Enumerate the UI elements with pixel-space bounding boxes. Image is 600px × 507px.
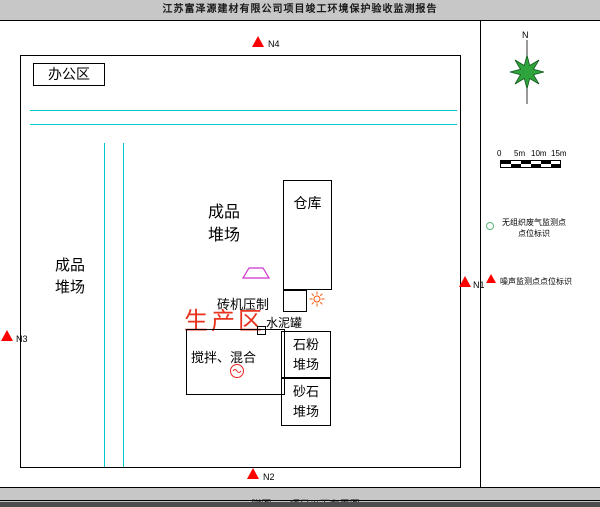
scale-label-15m: 15m [551, 149, 567, 158]
sand-gravel-label: 砂石 堆场 [282, 379, 330, 422]
scale-label-10m: 10m [531, 149, 547, 158]
scale-label-5m: 5m [514, 149, 526, 158]
finished-yard-mid-line1: 成品 [207, 204, 240, 221]
north-label: N [522, 30, 529, 40]
stone-powder-line2: 堆场 [292, 357, 319, 372]
sand-gravel-line1: 砂石 [292, 384, 319, 399]
report-header: 江苏富泽源建材有限公司项目竣工环境保护验收监测报告 [0, 0, 600, 20]
internal-road-line-left [104, 143, 105, 467]
warehouse-annex-box [283, 290, 307, 312]
noise-point-n3-label: N3 [16, 334, 28, 344]
legend-gas-point-label: 无组织废气监测点 点位标识 [495, 217, 573, 239]
panel-divider-line [480, 20, 481, 487]
noise-point-n1-label: N1 [473, 280, 485, 290]
legend-gas-point-line1: 无组织废气监测点 [502, 218, 566, 227]
cement-tank-symbol [257, 326, 266, 335]
report-title: 江苏富泽源建材有限公司项目竣工环境保护验收监测报告 [162, 4, 438, 15]
finished-yard-left-line1: 成品 [54, 257, 85, 274]
plan-boundary [20, 55, 461, 468]
stone-powder-box: 石粉 堆场 [281, 331, 331, 378]
mixer-symbol-icon [229, 363, 245, 379]
sand-gravel-line2: 堆场 [292, 404, 319, 419]
office-area-box: 办公区 [33, 63, 105, 86]
mixing-label: 搅拌、混合 [191, 350, 257, 365]
stone-powder-label: 石粉 堆场 [282, 332, 330, 375]
sun-symbol-icon [309, 291, 325, 307]
figure-caption-strip: 附图三 项目平面布置图 [0, 487, 600, 507]
mixing-building-box [186, 329, 285, 395]
legend-gas-point-circle-icon [486, 222, 494, 230]
warehouse-label: 仓库 [293, 195, 322, 211]
office-area-label: 办公区 [48, 66, 90, 82]
noise-point-n4-label: N4 [268, 39, 280, 49]
finished-yard-mid-line2: 堆场 [207, 227, 240, 244]
scale-bar [500, 160, 561, 168]
window-bottom-edge [0, 502, 600, 507]
scale-bar-row-bottom [501, 164, 560, 167]
legend-noise-point-triangle-icon [486, 274, 496, 283]
scale-label-0: 0 [497, 149, 502, 158]
production-zone-label: 生产区 [184, 308, 265, 335]
stone-powder-line1: 石粉 [292, 337, 319, 352]
legend-gas-point-line2: 点位标识 [518, 229, 550, 238]
brick-press-label: 砖机压制 [217, 297, 270, 312]
sand-gravel-box: 砂石 堆场 [281, 378, 331, 426]
finished-yard-mid-label: 成品 堆场 [196, 201, 252, 247]
trapezoid-symbol-icon [241, 266, 271, 279]
road-line-top [30, 110, 457, 111]
finished-yard-left-line2: 堆场 [54, 279, 85, 296]
noise-point-n2-triangle-icon [247, 468, 259, 479]
legend-noise-point-label: 噪声监测点点位标识 [500, 277, 572, 286]
internal-road-line-right [123, 143, 124, 467]
cement-tank-label: 水泥罐 [266, 316, 303, 330]
noise-point-n1-triangle-icon [459, 276, 471, 287]
noise-point-n4-triangle-icon [252, 36, 264, 47]
warehouse-box: 仓库 [283, 180, 332, 290]
noise-point-n2-label: N2 [263, 472, 275, 482]
drawing-sheet [0, 20, 600, 487]
finished-yard-left-label: 成品 堆场 [42, 255, 98, 299]
noise-point-n3-triangle-icon [1, 330, 13, 341]
road-line-bottom [30, 124, 457, 125]
scale-bar-row-top [501, 161, 560, 164]
compass-rose-icon [505, 40, 549, 104]
